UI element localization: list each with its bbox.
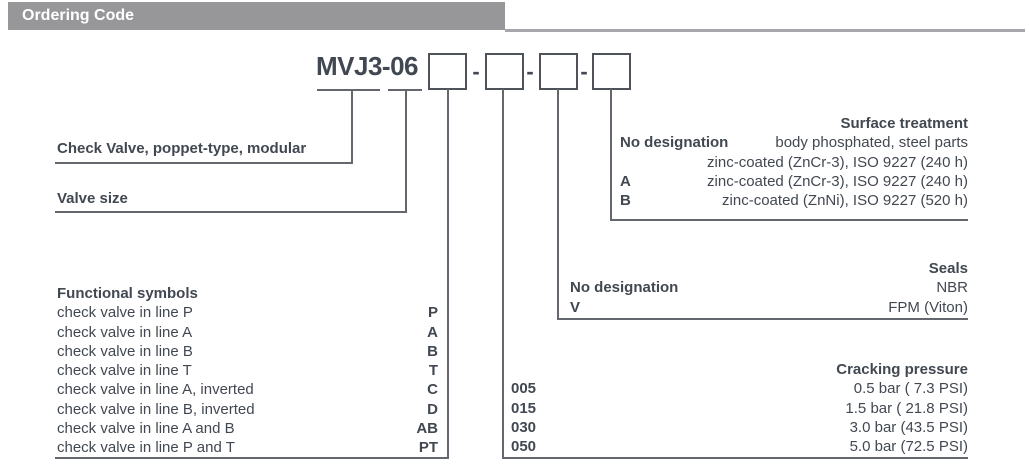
- size-label: Valve size: [57, 190, 128, 207]
- code-separator-2: -: [526, 59, 534, 84]
- functional-row: check valve in line P and T PT: [57, 438, 438, 457]
- functional-code: AB: [416, 420, 438, 438]
- functional-code: T: [428, 362, 438, 380]
- cracking-row: 050 5.0 bar (72.5 PSI): [511, 437, 968, 456]
- code-separator-3: -: [580, 59, 588, 84]
- functional-code: C: [427, 381, 438, 399]
- functional-code: A: [427, 323, 438, 341]
- page-title: Ordering Code: [22, 7, 135, 24]
- seals-underline: [557, 318, 968, 320]
- seals-code: No designation: [570, 279, 679, 297]
- surface-row: B zinc-coated (ZnNi), ISO 9227 (520 h): [620, 191, 968, 210]
- functional-desc: check valve in line B: [57, 342, 193, 360]
- seals-row: V FPM (Viton): [570, 298, 968, 317]
- cracking-underline: [502, 457, 968, 459]
- cracking-pressure-section: Cracking pressure 005 0.5 bar ( 7.3 PSI)…: [511, 360, 968, 456]
- functional-row: check valve in line A A: [57, 323, 438, 342]
- functional-code: B: [427, 342, 438, 360]
- seals-desc: NBR: [936, 279, 968, 297]
- surface-desc: zinc-coated (ZnNi), ISO 9227 (520 h): [722, 192, 968, 210]
- surface-row: No designation body phosphated, steel pa…: [620, 133, 968, 152]
- seals-section: Seals No designation NBR V FPM (Viton): [570, 259, 968, 317]
- seals-desc: FPM (Viton): [888, 298, 968, 316]
- functional-row: check valve in line B, inverted D: [57, 400, 438, 419]
- functional-symbols-section: Functional symbols check valve in line P…: [57, 284, 438, 458]
- functional-underline: [55, 457, 449, 459]
- cracking-code: 050: [511, 438, 537, 456]
- type-underline: [55, 162, 353, 164]
- code-box-4: [592, 53, 631, 90]
- connector-vertical-box2: [502, 89, 504, 459]
- functional-row: check valve in line B B: [57, 342, 438, 361]
- surface-code: A: [620, 172, 631, 190]
- connector-vertical-size: [405, 89, 407, 213]
- section-header-bar: Ordering Code: [8, 2, 505, 30]
- functional-desc: check valve in line T: [57, 362, 192, 380]
- surface-code: B: [620, 192, 631, 210]
- header-rule: [505, 29, 1025, 32]
- seals-title: Seals: [928, 260, 968, 277]
- surface-code: No designation: [620, 134, 729, 152]
- cracking-row: 015 1.5 bar ( 21.8 PSI): [511, 399, 968, 418]
- cracking-code: 005: [511, 380, 537, 398]
- functional-desc: check valve in line A and B: [57, 420, 235, 438]
- surface-desc: zinc-coated (ZnCr-3), ISO 9227 (240 h): [707, 172, 968, 190]
- cracking-desc: 1.5 bar ( 21.8 PSI): [845, 399, 968, 417]
- cracking-desc: 0.5 bar ( 7.3 PSI): [853, 380, 968, 398]
- functional-symbols-title: Functional symbols: [57, 285, 198, 302]
- cracking-code: 015: [511, 399, 537, 417]
- cracking-desc: 3.0 bar (43.5 PSI): [849, 418, 968, 436]
- connector-vertical-box3: [557, 89, 559, 320]
- functional-desc: check valve in line P: [57, 304, 193, 322]
- functional-row: check valve in line A and B AB: [57, 419, 438, 438]
- code-box-1: [428, 53, 467, 90]
- connector-underline-mvj3: [317, 89, 380, 91]
- connector-vertical-type: [351, 89, 353, 164]
- cracking-pressure-title: Cracking pressure: [836, 361, 968, 378]
- seals-code: V: [570, 298, 581, 316]
- surface-desc: body phosphated, steel parts: [775, 134, 968, 152]
- functional-row: check valve in line A, inverted C: [57, 380, 438, 399]
- code-box-2: [485, 53, 524, 90]
- functional-code: D: [427, 400, 438, 418]
- cracking-row: 030 3.0 bar (43.5 PSI): [511, 418, 968, 437]
- functional-code: PT: [418, 439, 438, 457]
- code-box-3: [539, 53, 578, 90]
- model-code: MVJ3-06: [316, 51, 419, 81]
- size-underline: [55, 211, 407, 213]
- code-separator-1: -: [472, 59, 480, 84]
- functional-row: check valve in line T T: [57, 361, 438, 380]
- surface-row: A zinc-coated (ZnCr-3), ISO 9227 (240 h): [620, 172, 968, 191]
- cracking-row: 005 0.5 bar ( 7.3 PSI): [511, 379, 968, 398]
- cracking-code: 030: [511, 418, 537, 436]
- functional-desc: check valve in line A: [57, 323, 193, 341]
- surface-desc: zinc-coated (ZnCr-3), ISO 9227 (240 h): [707, 153, 968, 171]
- surface-treatment-section: Surface treatment No designation body ph…: [620, 114, 968, 210]
- connector-vertical-box1: [447, 89, 449, 458]
- type-label: Check Valve, poppet-type, modular: [57, 140, 307, 157]
- functional-code: P: [427, 304, 438, 322]
- surface-row: zinc-coated (ZnCr-3), ISO 9227 (240 h): [620, 153, 968, 172]
- seals-row: No designation NBR: [570, 278, 968, 297]
- functional-row: check valve in line P P: [57, 303, 438, 322]
- functional-desc: check valve in line P and T: [57, 439, 235, 457]
- connector-vertical-box4: [610, 89, 612, 221]
- surface-treatment-title: Surface treatment: [840, 115, 968, 132]
- surface-underline: [610, 219, 968, 221]
- cracking-desc: 5.0 bar (72.5 PSI): [849, 438, 968, 456]
- functional-desc: check valve in line A, inverted: [57, 381, 254, 399]
- functional-desc: check valve in line B, inverted: [57, 400, 255, 418]
